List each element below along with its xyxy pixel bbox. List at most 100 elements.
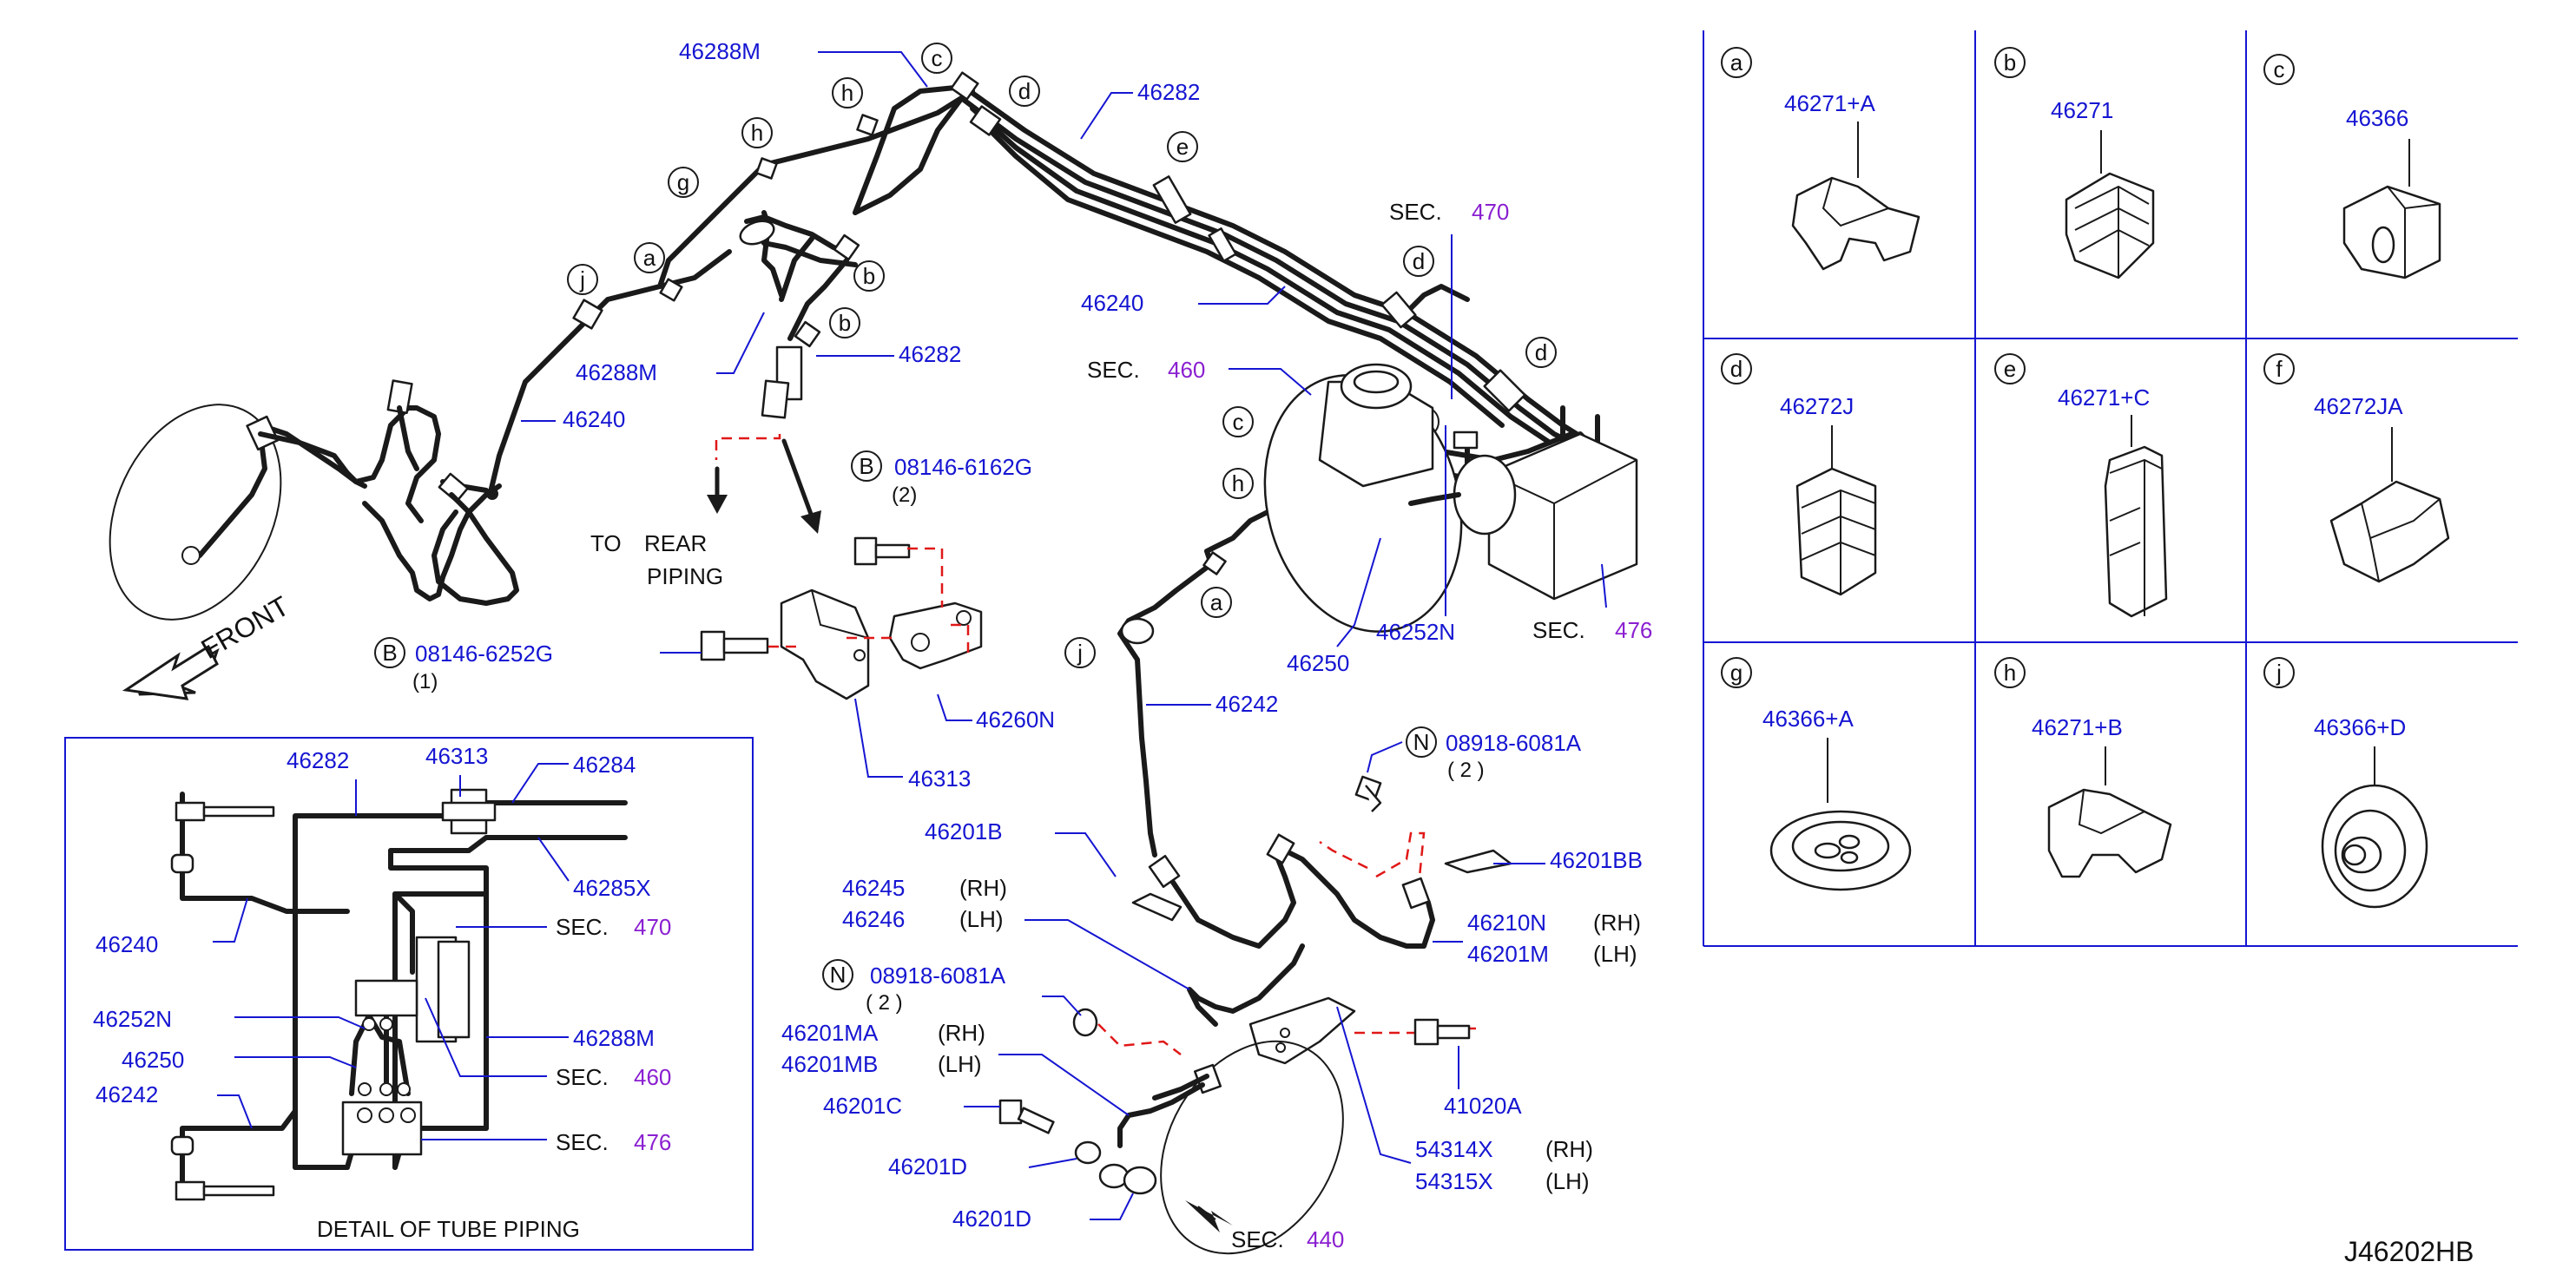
bolt-label-08146-6252G: B 08146-6252G (1) xyxy=(374,637,553,693)
svg-text:N: N xyxy=(1413,729,1430,755)
label-46313-main: 46313 xyxy=(908,766,971,792)
svg-text:h: h xyxy=(1232,470,1244,496)
label-46282-top: 46282 xyxy=(1137,79,1200,105)
label-46240-left: 46240 xyxy=(563,406,625,432)
callout-j-2: j xyxy=(1064,637,1096,668)
svg-text:( 2 ): ( 2 ) xyxy=(866,991,903,1015)
label-46210N: 46210N xyxy=(1467,910,1546,936)
svg-text:g: g xyxy=(677,169,689,195)
svg-text:08146-6162G: 08146-6162G xyxy=(894,454,1032,480)
detail-label-46252N: 46252N xyxy=(93,1006,172,1032)
clip-cell-a: a 46271+A xyxy=(1721,47,1920,271)
callout-c-2: c xyxy=(1222,406,1254,437)
svg-text:46271+C: 46271+C xyxy=(2058,384,2150,411)
to-label: TO xyxy=(590,530,622,556)
clip-cell-c: c 46366 xyxy=(2263,54,2441,279)
svg-text:e: e xyxy=(2004,356,2016,382)
label-46250-main: 46250 xyxy=(1287,650,1349,676)
detail-sec-476-label: SEC. xyxy=(556,1129,609,1155)
svg-text:h: h xyxy=(751,120,763,146)
clip-cell-b: b 46271 xyxy=(1994,47,2155,279)
svg-text:( 2 ): ( 2 ) xyxy=(1447,759,1485,782)
svg-text:d: d xyxy=(1018,78,1031,104)
detail-label-46242: 46242 xyxy=(96,1081,158,1107)
rear-wheel-hose-area xyxy=(109,379,519,621)
sec-470-label: SEC. xyxy=(1389,199,1442,225)
detail-sec-476-number: 476 xyxy=(634,1129,671,1155)
callout-d-1: d xyxy=(1009,76,1040,107)
sec-440-label: SEC. xyxy=(1231,1226,1284,1252)
sec-440-number: 440 xyxy=(1307,1226,1344,1252)
label-41020A: 41020A xyxy=(1444,1093,1522,1119)
sec-476-number: 476 xyxy=(1615,617,1652,643)
label-46240-mid: 46240 xyxy=(1081,290,1143,316)
to-rear-arrows: TO REAR PIPING xyxy=(590,438,821,589)
svg-text:g: g xyxy=(1730,660,1743,686)
clip-cell-h: h 46271+B xyxy=(1994,657,2172,878)
svg-text:c: c xyxy=(1233,409,1244,435)
svg-text:46366+D: 46366+D xyxy=(2314,714,2406,740)
detail-label-46250: 46250 xyxy=(122,1047,184,1073)
brake-booster-master-cylinder xyxy=(1263,363,1638,633)
callout-e: e xyxy=(1167,131,1198,162)
label-46210N-rh: (RH) xyxy=(1593,910,1641,936)
detail-sec-470-number: 470 xyxy=(634,914,671,940)
callout-g: g xyxy=(668,167,699,198)
label-46288M-left: 46288M xyxy=(576,359,657,385)
label-46252N-main: 46252N xyxy=(1376,619,1455,645)
label-46288M-top: 46288M xyxy=(679,38,761,64)
detail-sec-460-number: 460 xyxy=(634,1064,671,1090)
svg-text:a: a xyxy=(1210,589,1223,615)
label-46246: 46246 xyxy=(842,906,905,932)
svg-text:46272J: 46272J xyxy=(1780,393,1854,419)
callout-h-1: h xyxy=(741,117,773,148)
bolt-08146-6252G xyxy=(700,630,769,661)
svg-text:f: f xyxy=(2276,356,2283,382)
main-part-labels: 46288M 46282 46240 46240 46288M 46282 SE… xyxy=(374,38,1652,1252)
clip-cell-j: j 46366+D xyxy=(2263,657,2428,909)
label-54314X-rh: (RH) xyxy=(1545,1136,1593,1162)
label-46201D-2: 46201D xyxy=(952,1206,1031,1232)
sec-460-number: 460 xyxy=(1168,357,1205,383)
pipe-clip-markers xyxy=(572,71,1526,645)
svg-text:b: b xyxy=(2004,49,2016,76)
label-46282-mid: 46282 xyxy=(899,341,961,367)
label-46242-main: 46242 xyxy=(1216,691,1278,717)
svg-text:46366+A: 46366+A xyxy=(1762,706,1854,732)
callout-letters-main: j a g h h c d e b b d d c f h a j xyxy=(567,43,1557,668)
detail-label-46240: 46240 xyxy=(96,931,158,957)
detail-label-46284: 46284 xyxy=(573,752,636,778)
clip-cell-f: f 46272JA xyxy=(2263,353,2450,583)
rear-junction-block xyxy=(780,588,983,700)
callout-c-1: c xyxy=(921,43,952,74)
label-46246-lh: (LH) xyxy=(959,906,1004,932)
svg-text:b: b xyxy=(863,263,875,289)
label-46260N: 46260N xyxy=(976,706,1055,733)
clip-reference-grid: a 46271+A b 46271 c 46366 d xyxy=(1703,30,2518,947)
svg-text:e: e xyxy=(1176,134,1189,160)
callout-j-1: j xyxy=(567,264,598,295)
callout-h-2: h xyxy=(832,77,863,108)
svg-text:B: B xyxy=(859,453,873,479)
svg-text:j: j xyxy=(1077,640,1083,666)
clip-cell-d: d 46272J xyxy=(1721,353,1877,596)
svg-text:(2): (2) xyxy=(892,483,917,507)
detail-title: DETAIL OF TUBE PIPING xyxy=(317,1216,580,1242)
svg-text:h: h xyxy=(841,80,853,106)
svg-text:08918-6081A: 08918-6081A xyxy=(870,963,1006,989)
label-46201MA: 46201MA xyxy=(781,1020,879,1046)
bolt-label-08146-6162G: B 08146-6162G (2) xyxy=(851,450,1032,507)
callout-a-1: a xyxy=(634,242,665,273)
diagram-id: J46202HB xyxy=(2344,1236,2474,1267)
svg-text:j: j xyxy=(2276,660,2282,686)
callout-b-1: b xyxy=(853,260,885,292)
svg-text:h: h xyxy=(2004,660,2016,686)
label-46245: 46245 xyxy=(842,875,905,901)
detail-label-46313: 46313 xyxy=(425,743,488,769)
red-connector-lines xyxy=(715,434,1476,1055)
sec-470-number: 470 xyxy=(1472,199,1509,225)
sec-476-label: SEC. xyxy=(1532,617,1585,643)
detail-label-46282: 46282 xyxy=(287,747,349,773)
detail-sec-460-label: SEC. xyxy=(556,1064,609,1090)
